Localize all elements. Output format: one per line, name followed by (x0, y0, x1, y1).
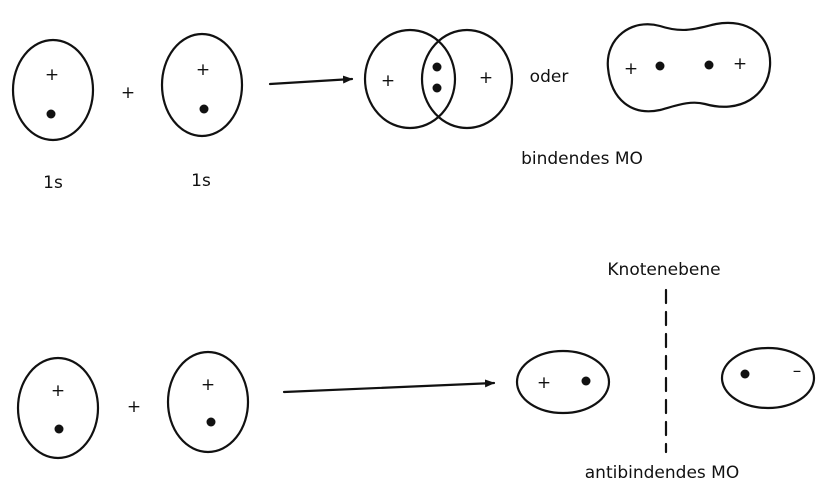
orbital-1s-right-bottom: + (166, 350, 250, 454)
electron-dot (54, 424, 64, 434)
orbital-1s-left-bottom: + (16, 356, 100, 460)
orbital-label-1s-right: 1s (191, 171, 211, 191)
bonding-mo-label: bindendes MO (521, 149, 643, 169)
electron-dot (704, 60, 714, 70)
nucleus-plus-sign: + (733, 54, 747, 74)
nucleus-plus-sign: + (624, 59, 638, 79)
bonding-mo-shape: + + (606, 21, 772, 113)
overlap-left-outline (363, 28, 457, 130)
electron-dot (655, 61, 665, 71)
electron-dot (199, 104, 209, 114)
nodal-plane-label: Knotenebene (607, 260, 720, 280)
phase-plus-sign: + (537, 373, 551, 393)
electron-dot (581, 376, 591, 386)
electron-dot (206, 417, 216, 427)
reaction-arrow-top (268, 75, 354, 86)
nucleus-plus-sign: + (45, 65, 59, 85)
electron-dot (46, 109, 56, 119)
antibonding-lobe-left: + (515, 349, 611, 415)
orbital-label-1s-left: 1s (43, 173, 63, 193)
lobe-outline (515, 349, 611, 415)
overlapping-orbitals: + + (363, 28, 514, 130)
orbital-1s-left-top: + (11, 38, 95, 142)
phase-minus-sign: – (793, 361, 802, 381)
bonding-row: + 1s + + 1s + + oder + (11, 21, 772, 193)
nucleus-plus-sign: + (479, 68, 493, 88)
bonding-mo-outline (606, 21, 772, 113)
electron-dot (740, 369, 750, 379)
antibonding-lobe-right: – (720, 346, 816, 410)
shared-electron-dot (432, 83, 442, 93)
nucleus-plus-sign: + (196, 60, 210, 80)
orbital-1s-right-top: + (160, 32, 244, 138)
combination-plus-bottom: + (127, 397, 141, 417)
or-label: oder (530, 67, 569, 87)
antibonding-mo-label: antibindendes MO (585, 463, 739, 483)
combination-plus-top: + (121, 83, 135, 103)
orbital-outline (16, 356, 100, 460)
orbital-outline (166, 350, 250, 454)
reaction-arrow-bottom (282, 379, 496, 394)
orbital-outline (160, 32, 244, 138)
lobe-outline (720, 346, 816, 410)
overlap-right-outline (420, 28, 514, 130)
nucleus-plus-sign: + (201, 375, 215, 395)
nucleus-plus-sign: + (51, 381, 65, 401)
shared-electron-dot (432, 62, 442, 72)
antibonding-row: + + + + Knotenebene – antibindendes MO (16, 260, 816, 483)
nucleus-plus-sign: + (381, 71, 395, 91)
orbital-outline (11, 38, 95, 142)
